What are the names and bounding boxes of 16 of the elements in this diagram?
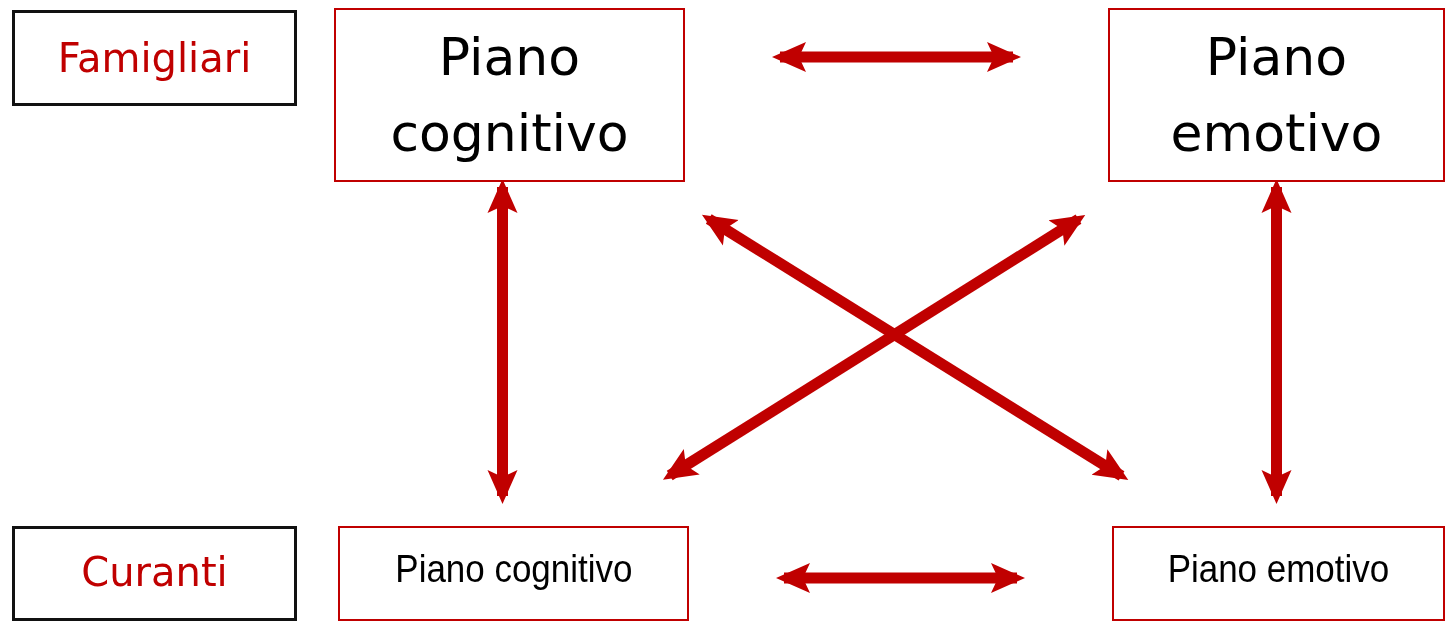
group-label: Curanti (81, 549, 228, 595)
group-label-box (12, 526, 297, 621)
concept-box (1108, 8, 1445, 182)
concept-box (338, 526, 689, 621)
concept-label: Piano emotivo (1167, 548, 1390, 591)
double-arrow (662, 214, 1086, 481)
concept-box (1112, 526, 1445, 621)
group-label-box (12, 10, 297, 106)
concept-label: Piano emotivo (1169, 26, 1384, 165)
double-arrow (701, 214, 1129, 481)
concept-label: Piano cognitivo (389, 26, 630, 165)
concept-label: Piano cognitivo (394, 548, 633, 591)
group-label: Famigliari (57, 35, 252, 81)
double-arrow (776, 563, 1025, 593)
double-arrow (772, 42, 1021, 72)
concept-box (334, 8, 685, 182)
